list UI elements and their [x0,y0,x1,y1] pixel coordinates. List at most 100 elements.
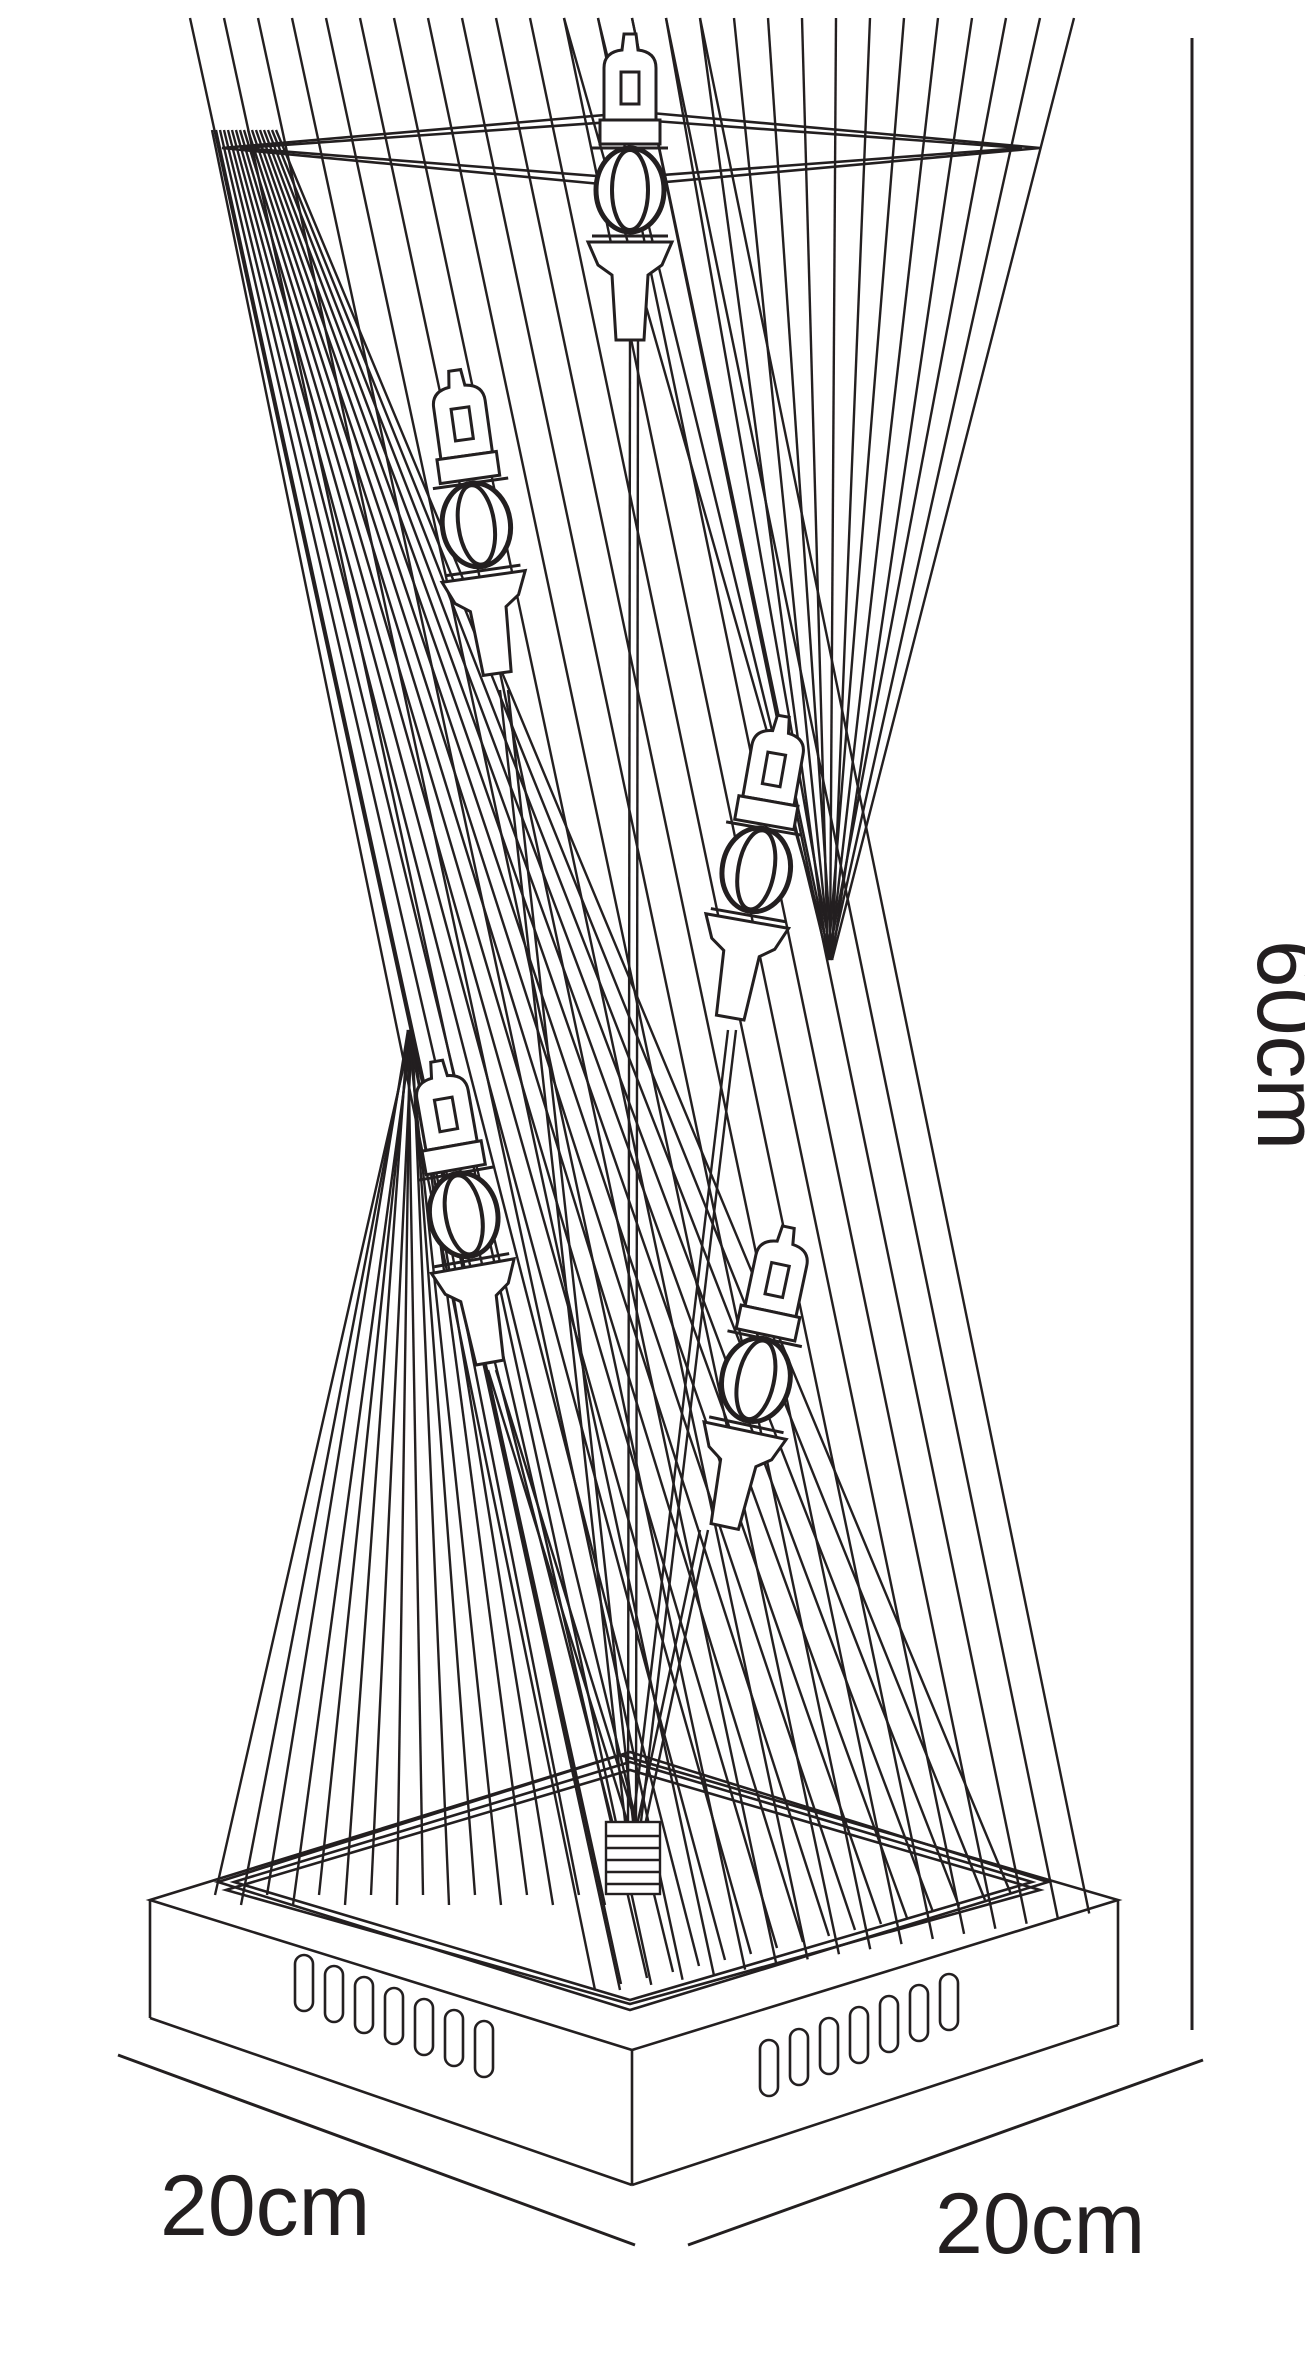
height-label: 60cm [1239,940,1305,1150]
bulb-neck [435,449,502,486]
wire-rod [828,17,1042,961]
vent-slot [908,1983,930,2043]
vent-slots [293,1953,960,2098]
bulb-filament-icon [763,1260,792,1300]
wire-rod [226,129,701,1967]
wire-rod [698,17,1091,1914]
cage-rim [418,1165,495,1182]
bulb-neck [420,1138,488,1177]
wire-rod [826,17,906,961]
width-right-dimension-line [687,2058,1204,2247]
wire-rod [213,1029,414,1896]
wire-rod [358,17,778,1965]
bulb-cage-inner-icon [610,148,650,232]
bulb-filament-icon [760,750,788,789]
width-left-dimension-line [117,2053,636,2247]
wire-rod [291,1029,414,1906]
vent-slot [323,1964,345,2024]
wire-rod [408,1029,555,1906]
vent-slot [383,1986,405,2046]
wire-rod [317,1029,412,1896]
wire-rod [596,17,997,1930]
bulb-neck [732,793,800,832]
wire-rod [406,1029,503,1906]
wire-rod [218,129,649,1979]
bulb-cage-inner-icon [734,1338,778,1422]
wire-rod [214,129,623,1985]
wire-rod [828,17,940,961]
wire-rod [222,129,675,1973]
wire-rod [254,129,883,1925]
width-right-label: 20cm [935,2176,1145,2272]
cage-rim [432,476,509,491]
wire-rod [290,17,716,1975]
bulb-filament-icon [432,1095,460,1134]
bulb-cage-inner-icon [735,828,778,912]
wire-rod [266,129,961,1907]
vent-slot [848,2005,870,2065]
cage-rim [434,1252,510,1269]
vent-slot [293,1953,315,2013]
bulb-filament-icon [619,70,641,106]
bulb-filament-icon [449,405,476,443]
top-frame [221,110,1041,188]
bulb-holders [415,32,809,1532]
wire-rod [239,1029,412,1906]
bulb-holder [431,367,528,678]
cage-rim [708,1415,784,1435]
cage-rim [727,1329,803,1349]
bulb-cage-icon [439,480,514,570]
wire-rod [406,1029,425,1896]
wire-rod [188,17,622,1991]
vent-slot [878,1994,900,2054]
wire-rod [408,1029,477,1896]
vent-slot [758,2038,780,2098]
bulb-cage-icon [719,825,794,915]
bulb-cage-inner-icon [442,1173,485,1257]
bulb-stems [486,339,738,1831]
wire-rod [250,129,857,1931]
wire-rod [664,17,1060,1919]
vent-slot [413,1997,435,2057]
wire-rod [256,17,684,1981]
dimension-lines [117,38,1204,2247]
wire-rod [395,1029,412,1906]
wire-rod [630,17,1028,1924]
wire-rod [258,129,909,1919]
bulb-socket-icon [703,911,792,1022]
bulb-socket-icon [702,1419,789,1532]
wire-rod [343,1029,410,1906]
wire-rod [238,129,779,1949]
wire-rod [242,129,805,1943]
wire-rod [262,129,935,1913]
bulb-cage-icon [719,1335,793,1424]
wire-rod [494,17,903,1945]
vent-slot [473,2019,495,2079]
wire-rod [800,17,830,961]
wire-rod [230,129,727,1961]
cage-rim [725,820,802,837]
vent-slot [443,2008,465,2068]
cage-rim [444,563,521,578]
vent-slot [353,1975,375,2035]
bulb-socket-icon [428,1256,517,1367]
bulb-holder [703,713,805,1022]
wire-rod [830,17,1076,961]
bulb-holder [585,32,675,342]
wire-rod [274,129,1013,1895]
wire-rod [234,129,753,1955]
wire-rod [265,1029,410,1896]
center-connector [604,1820,662,1896]
wire-rod [828,17,838,961]
wire-rod [830,17,872,961]
bulb-socket-icon [585,240,675,342]
cage-rim [710,907,786,924]
wire-rod [830,17,974,961]
bulb-holder [415,1058,517,1367]
wire-rod [369,1029,414,1896]
vent-slot [788,2027,810,2087]
bulb-cage-inner-icon [455,483,498,567]
bulb-holder [702,1224,809,1532]
wire-rod [664,17,834,961]
